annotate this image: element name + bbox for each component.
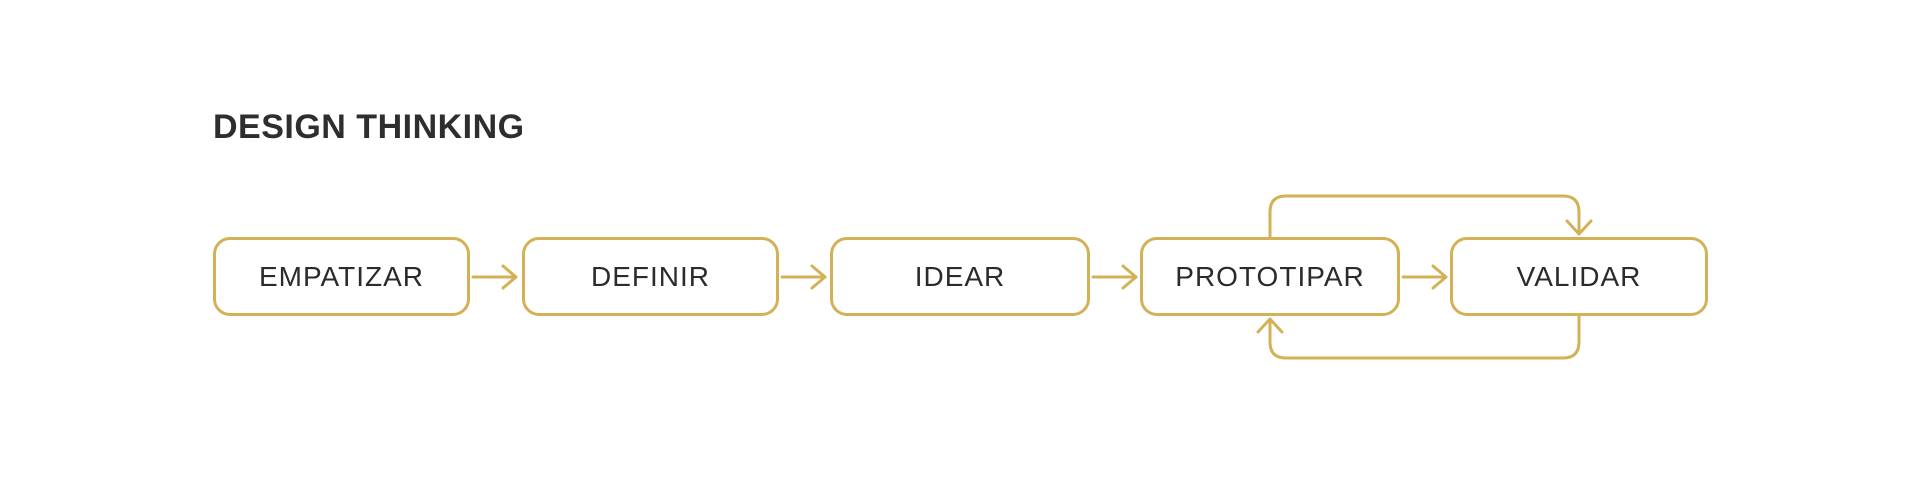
step-box-validar: VALIDAR <box>1450 237 1708 316</box>
step-label: PROTOTIPAR <box>1175 260 1365 292</box>
arrow-prototipar-validar <box>1401 264 1448 290</box>
step-label: EMPATIZAR <box>258 260 425 292</box>
step-box-prototipar: PROTOTIPAR <box>1140 237 1400 316</box>
loop-arrow-bottom <box>1256 314 1581 360</box>
arrow-definir-idear <box>780 264 827 290</box>
page-title: DESIGN THINKING <box>213 108 525 146</box>
step-label: DEFINIR <box>591 260 710 292</box>
step-label: VALIDAR <box>1516 260 1642 292</box>
step-box-empatizar: EMPATIZAR <box>213 237 470 316</box>
step-box-definir: DEFINIR <box>522 237 779 316</box>
loop-arrow-top <box>1268 194 1593 239</box>
step-label: IDEAR <box>914 260 1006 292</box>
arrow-idear-prototipar <box>1091 264 1138 290</box>
step-box-idear: IDEAR <box>830 237 1090 316</box>
arrow-empatizar-definir <box>471 264 518 290</box>
